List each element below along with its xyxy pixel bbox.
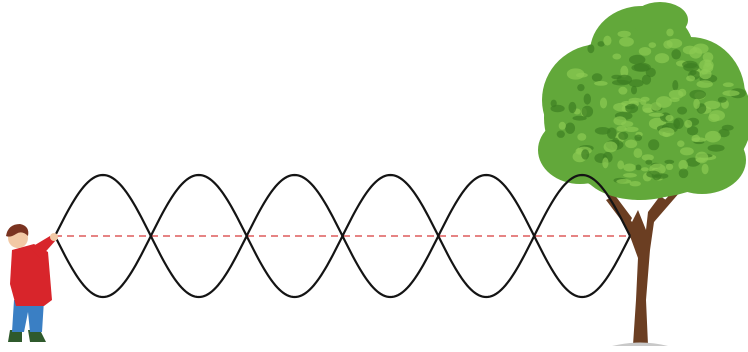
- canopy-leaf-spot: [618, 132, 628, 140]
- canopy-leaf-spot: [683, 63, 699, 72]
- canopy-leaf-spot: [693, 99, 700, 109]
- canopy-leaf-spot: [616, 179, 631, 184]
- canopy-leaf-spot: [631, 86, 637, 95]
- canopy-leaf-spot: [689, 90, 706, 99]
- canopy-leaf-spot: [634, 148, 643, 158]
- canopy-leaf-spot: [625, 140, 637, 149]
- canopy-leaf-spot: [604, 141, 618, 152]
- canopy-leaf-spot: [635, 165, 641, 171]
- canopy-leaf-spot: [613, 116, 626, 125]
- canopy-leaf-spot: [704, 101, 720, 110]
- person-hand: [50, 233, 58, 241]
- canopy-leaf-spot: [602, 157, 608, 168]
- canopy-leaf-spot: [703, 52, 714, 62]
- person-coat: [10, 244, 52, 306]
- canopy-leaf-spot: [666, 164, 673, 170]
- canopy-leaf-spot: [594, 81, 608, 86]
- canopy-leaf-spot: [680, 147, 694, 155]
- canopy-leaf-spot: [612, 54, 621, 60]
- canopy-leaf-spot: [722, 90, 739, 96]
- canopy-leaf-spot: [630, 181, 641, 186]
- canopy-leaf-spot: [641, 167, 649, 171]
- canopy-leaf-spot: [612, 80, 630, 86]
- canopy-leaf-spot: [708, 114, 719, 122]
- canopy-leaf-spot: [696, 158, 706, 162]
- canopy-leaf-spot: [639, 47, 651, 56]
- canopy-leaf-spot: [677, 140, 684, 147]
- canopy-leaf-spot: [723, 82, 734, 87]
- canopy-leaf-spot: [648, 139, 659, 150]
- canopy-leaf-spot: [617, 160, 624, 169]
- canopy-leaf-spot: [705, 131, 721, 143]
- canopy-leaf-spot: [603, 36, 611, 46]
- canopy-leaf-spot: [671, 49, 681, 59]
- standing-wave: [55, 175, 630, 297]
- canopy-leaf-spot: [672, 80, 678, 91]
- canopy-leaf-spot: [623, 164, 636, 172]
- canopy-leaf-spot: [634, 135, 642, 141]
- canopy-leaf-spot: [702, 164, 709, 175]
- canopy-leaf-spot: [692, 137, 707, 142]
- canopy-leaf-spot: [718, 97, 727, 103]
- person: [6, 224, 58, 342]
- canopy-leaf-spot: [619, 37, 634, 47]
- canopy-leaf-spot: [693, 44, 709, 54]
- canopy-leaf-spot: [679, 169, 689, 179]
- canopy-leaf-spot: [697, 80, 713, 88]
- canopy-leaf-spot: [669, 90, 684, 99]
- tree-ground-shadow: [612, 343, 668, 347]
- canopy-leaf-spot: [629, 79, 644, 87]
- canopy-leaf-spot: [722, 125, 734, 131]
- canopy-leaf-spot: [624, 127, 638, 132]
- canopy-leaf-spot: [557, 131, 565, 138]
- canopy-leaf-spot: [664, 160, 674, 164]
- canopy-leaf-spot: [618, 31, 631, 38]
- canopy-leaf-spot: [577, 84, 584, 91]
- tree: [538, 2, 748, 346]
- canopy-leaf-spot: [625, 104, 638, 114]
- canopy-leaf-spot: [607, 128, 617, 139]
- canopy-leaf-spot: [551, 100, 557, 108]
- canopy-leaf-spot: [618, 87, 627, 95]
- canopy-leaf-spot: [667, 39, 683, 49]
- canopy-leaf-spot: [629, 98, 642, 103]
- canopy-leaf-spot: [649, 113, 664, 117]
- canopy-leaf-spot: [651, 102, 662, 110]
- canopy-leaf-spot: [567, 68, 585, 79]
- canopy-leaf-spot: [581, 149, 589, 159]
- canopy-leaf-spot: [677, 107, 687, 115]
- canopy-leaf-spot: [600, 98, 607, 109]
- canopy-leaf-spot: [649, 42, 657, 48]
- canopy-leaf-spot: [686, 75, 695, 81]
- canopy-leaf-spot: [565, 123, 575, 134]
- canopy-leaf-spot: [642, 154, 654, 161]
- canopy-leaf-spot: [645, 160, 652, 165]
- canopy-blob: [632, 2, 688, 38]
- wave-upper-envelope: [55, 175, 630, 236]
- canopy-leaf-spot: [631, 64, 649, 72]
- wave-lower-envelope: [55, 236, 630, 297]
- canopy-leaf-spot: [646, 171, 660, 178]
- canopy-leaf-spot: [665, 115, 673, 121]
- canopy-leaf-spot: [666, 29, 673, 37]
- canopy-leaf-spot: [655, 53, 669, 63]
- canopy-leaf-spot: [708, 145, 725, 152]
- canopy-leaf-spot: [577, 133, 586, 141]
- canopy-leaf-spot: [584, 94, 591, 105]
- canopy-leaf-spot: [569, 102, 577, 113]
- canopy-leaf-spot: [684, 120, 692, 128]
- canopy-leaf-spot: [582, 106, 594, 118]
- canopy-leaf-spot: [587, 44, 594, 53]
- canopy-leaf-spot: [659, 127, 675, 136]
- canopy-leaf-spot: [559, 122, 566, 130]
- canopy-leaf-spot: [592, 73, 603, 81]
- canopy-leaf-spot: [623, 173, 637, 178]
